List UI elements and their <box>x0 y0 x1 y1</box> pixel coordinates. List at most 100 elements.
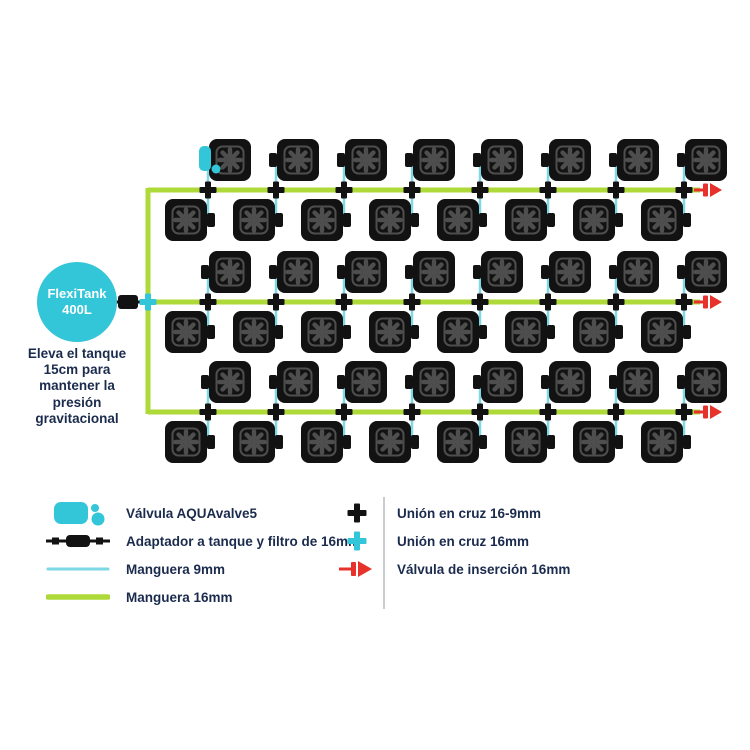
cross-union-16-9mm <box>681 403 687 421</box>
pot-rim <box>487 257 517 287</box>
pot-plant-center <box>566 378 574 386</box>
pot-plant-leaf <box>176 221 185 230</box>
cross-union-16-9mm <box>477 181 483 199</box>
pot-plant-leaf <box>424 383 433 392</box>
pot-plant-leaf <box>516 432 525 441</box>
aquavalve5-icon <box>199 146 211 171</box>
pot-plant-leaf <box>176 443 185 452</box>
cross-union-16-9mm <box>681 181 687 199</box>
pot <box>473 139 523 181</box>
pot-plant-leaf <box>516 221 525 230</box>
pot-plant-leaf <box>356 383 365 392</box>
pot-plant-leaf <box>424 372 433 381</box>
pot-plant-leaf <box>288 372 297 381</box>
hose-16mm-icon <box>46 592 110 602</box>
pot-plant-leaf <box>176 210 185 219</box>
pot-plant-center <box>294 156 302 164</box>
pot-valve-tab <box>275 325 283 339</box>
cross-union-16-9mm <box>273 293 279 311</box>
pot-plant-leaf <box>503 383 512 392</box>
note-line: Eleva el tanque <box>27 346 127 361</box>
pot-rim <box>647 205 677 235</box>
insertion-valve-icon <box>339 558 375 580</box>
pot <box>369 199 419 241</box>
cross-union-16-9mm <box>409 181 415 199</box>
pot-plant-center <box>634 378 642 386</box>
pot <box>405 139 455 181</box>
pot-plant-leaf <box>595 210 604 219</box>
pot-rim <box>691 257 721 287</box>
hose-9mm-icon <box>46 565 110 573</box>
pot <box>541 251 591 293</box>
pot-rim <box>375 317 405 347</box>
pot-plant-center <box>634 156 642 164</box>
pot-plant-center <box>226 268 234 276</box>
pot <box>473 251 523 293</box>
pot-rim <box>215 145 245 175</box>
pot-valve-tab <box>411 213 419 227</box>
pot-valve-tab <box>411 435 419 449</box>
pot-plant-leaf <box>448 432 457 441</box>
pot-plant-leaf <box>503 372 512 381</box>
legend-label: Adaptador a tanque y filtro de 16mm <box>126 533 361 549</box>
pot-valve-tab <box>343 213 351 227</box>
pot-plant-center <box>430 156 438 164</box>
pot-rim <box>511 317 541 347</box>
pot-plant-leaf <box>367 372 376 381</box>
legend-left-column: Válvula AQUAvalve5 Adaptador a tanque y … <box>46 499 360 611</box>
pot-valve-tab <box>269 265 277 279</box>
pot-plant-leaf <box>391 322 400 331</box>
pot-plant-leaf <box>255 443 264 452</box>
pot-plant-leaf <box>187 432 196 441</box>
pot-rim <box>555 257 585 287</box>
pot-plant-center <box>566 268 574 276</box>
pot-plant-center <box>386 216 394 224</box>
pot-plant-leaf <box>244 443 253 452</box>
pot-plant-leaf <box>707 262 716 271</box>
pot-plant-leaf <box>492 262 501 271</box>
pot-rim <box>171 427 201 457</box>
pot-plant-leaf <box>231 273 240 282</box>
pot-plant-leaf <box>231 262 240 271</box>
pot <box>641 199 691 241</box>
pot <box>369 311 419 353</box>
pot-rim <box>351 145 381 175</box>
pot-plant-leaf <box>435 273 444 282</box>
pot-plant-leaf <box>391 443 400 452</box>
pot-rim <box>555 367 585 397</box>
pot-plant-leaf <box>367 262 376 271</box>
pot-valve-tab <box>473 153 481 167</box>
pot-rim <box>239 317 269 347</box>
pot-plant-leaf <box>220 262 229 271</box>
pot-plant-leaf <box>560 161 569 170</box>
cross-union-16-9mm <box>613 293 619 311</box>
pot <box>233 199 283 241</box>
pot-plant-leaf <box>255 333 264 342</box>
pot-rim <box>239 205 269 235</box>
pot <box>677 251 727 293</box>
pot-plant-center <box>250 328 258 336</box>
pot-rim <box>283 257 313 287</box>
pot-plant-leaf <box>628 150 637 159</box>
pot-plant-center <box>454 438 462 446</box>
pot <box>405 361 455 403</box>
pot-plant-leaf <box>527 443 536 452</box>
pot-plant-leaf <box>584 333 593 342</box>
pot-plant-leaf <box>652 210 661 219</box>
pot-plant-center <box>590 216 598 224</box>
pot <box>505 311 555 353</box>
pot <box>301 311 351 353</box>
pot-plant-leaf <box>435 372 444 381</box>
pot-plant-leaf <box>435 150 444 159</box>
tank-elevation-note: Eleva el tanque 15cm para mantener la pr… <box>8 346 146 427</box>
pot-plant-leaf <box>595 333 604 342</box>
pot-plant-center <box>362 268 370 276</box>
cross-union-16mm <box>145 293 151 311</box>
pot <box>505 421 555 463</box>
pot-rim <box>579 427 609 457</box>
insertion-valve <box>703 183 708 197</box>
cross-union-16-9mm <box>477 293 483 311</box>
pot-plant-leaf <box>299 150 308 159</box>
pot-plant-leaf <box>288 273 297 282</box>
